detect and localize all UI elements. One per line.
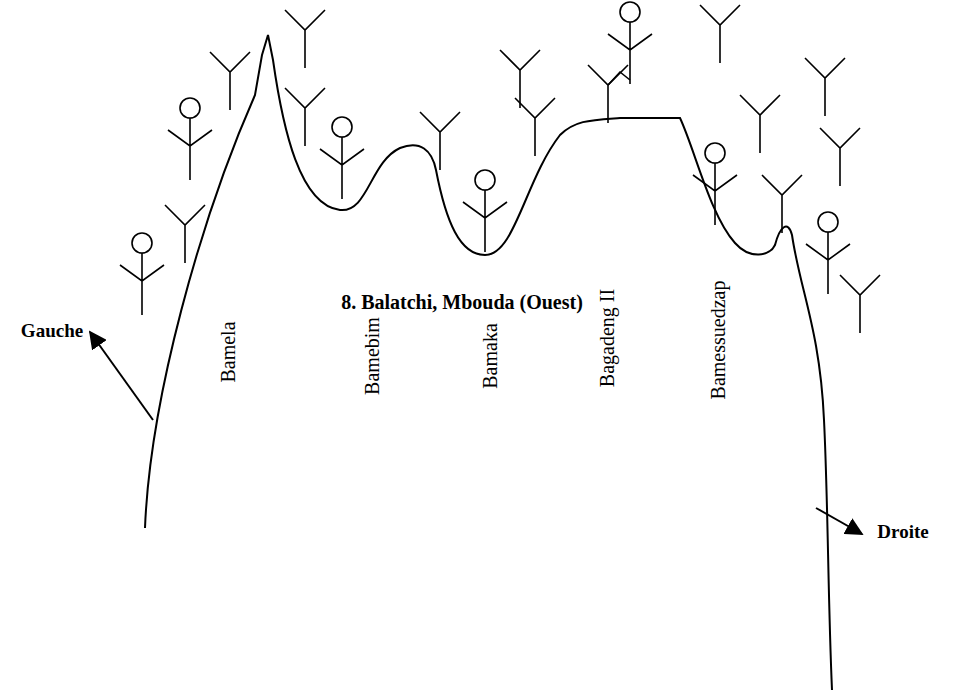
village-label: Bamela bbox=[218, 321, 238, 382]
relief-profile bbox=[145, 35, 832, 690]
palm-symbol bbox=[463, 170, 507, 252]
tree-symbol bbox=[285, 88, 325, 146]
palm-symbol bbox=[320, 117, 364, 199]
tree-symbol bbox=[500, 50, 540, 108]
tree-symbol bbox=[515, 98, 555, 156]
figure-title: 8. Balatchi, Mbouda (Ouest) bbox=[341, 292, 583, 312]
palm-symbol bbox=[806, 212, 850, 294]
tree-symbol bbox=[840, 275, 880, 333]
village-label: Bamaka bbox=[480, 323, 500, 389]
side-label: Droite bbox=[877, 522, 928, 541]
palm-symbol bbox=[693, 143, 737, 225]
village-label: Bamessuedzap bbox=[708, 281, 728, 400]
tree-symbol bbox=[805, 58, 845, 116]
gauche-arrow bbox=[90, 332, 153, 420]
village-label: Bagadeng II bbox=[597, 289, 617, 387]
palm-symbol bbox=[168, 98, 212, 180]
tree-symbol bbox=[762, 175, 802, 233]
side-label: Gauche bbox=[21, 321, 83, 340]
tree-symbol bbox=[820, 128, 860, 186]
tree-symbol bbox=[285, 10, 325, 68]
tree-symbols bbox=[120, 2, 880, 333]
tree-symbol bbox=[740, 95, 780, 153]
droite-arrow bbox=[816, 508, 862, 534]
village-label: Bamebim bbox=[362, 317, 382, 395]
tree-symbol bbox=[210, 52, 250, 110]
palm-symbol bbox=[608, 2, 652, 84]
tree-symbol bbox=[700, 5, 740, 63]
palm-symbol bbox=[120, 233, 164, 315]
tree-symbol bbox=[420, 112, 460, 170]
tree-symbol bbox=[165, 205, 205, 263]
